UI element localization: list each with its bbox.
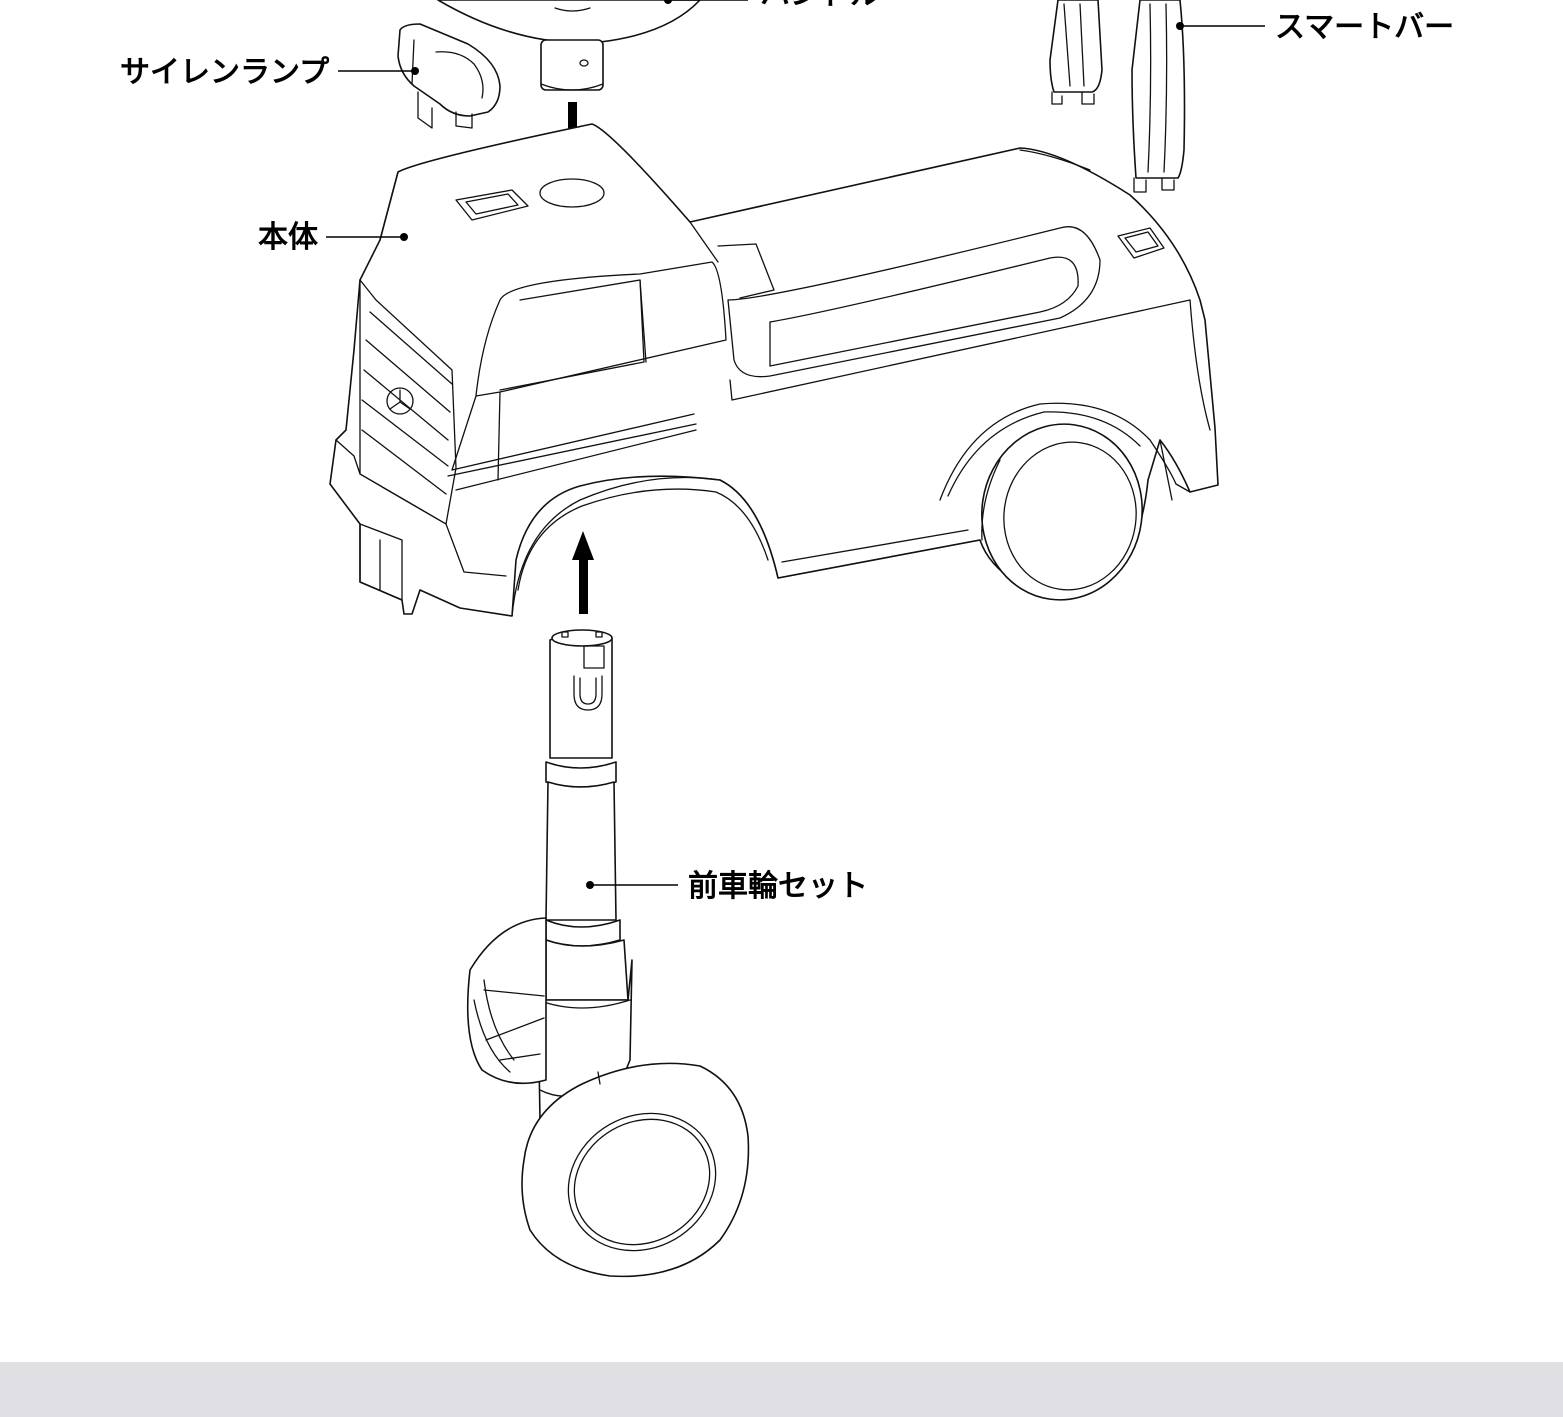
siren-lamp-part <box>397 23 501 129</box>
siren-lamp-label: サイレンランプ <box>120 55 330 90</box>
front-wheel-set-label: 前車輪セット <box>688 869 868 904</box>
body-label: 本体 <box>258 220 319 255</box>
arrow-up <box>572 531 594 614</box>
bottom-band <box>0 1362 1563 1417</box>
siren-lamp-callout: サイレンランプ <box>120 55 419 90</box>
smart-bar-label: スマートバー <box>1275 10 1454 45</box>
front-wheel-set-part <box>466 629 750 1278</box>
handle-part <box>437 0 701 91</box>
handle-callout: ハンドル <box>664 0 880 12</box>
handle-label: ハンドル <box>760 0 880 12</box>
car-body-part <box>329 123 1219 617</box>
smart-bar-callout: スマートバー <box>1176 10 1454 45</box>
front-wheel-set-callout: 前車輪セット <box>586 869 868 904</box>
smart-bar-part <box>1049 0 1186 193</box>
body-callout: 本体 <box>258 220 408 255</box>
